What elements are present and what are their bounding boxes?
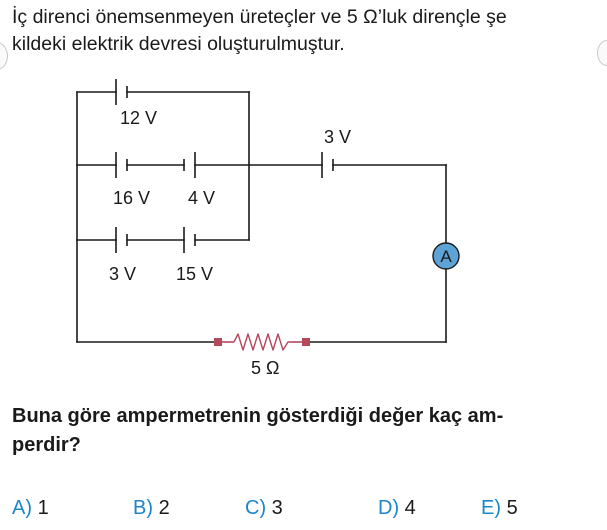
battery-4v-icon [183,152,196,178]
choice-c-letter: C) [245,497,267,519]
battery-12v-icon [115,79,128,105]
choice-c-value: 3 [271,497,283,519]
question-prompt: Buna göre ampermetrenin gösterdiği değer… [12,402,602,460]
question-line-2: kildeki elektrik devresi oluşturulmuştur… [12,33,345,55]
battery-16v-icon [115,152,128,178]
choice-b[interactable]: B) 2 [133,494,170,522]
label-16v: 16 V [113,188,150,208]
choice-d[interactable]: D) 4 [378,494,416,522]
label-4v: 4 V [188,188,215,208]
ammeter-icon: A [432,242,460,270]
choice-c[interactable]: C) 3 [245,494,283,522]
choice-e-letter: E) [481,497,501,519]
label-12v: 12 V [120,108,157,128]
choice-b-value: 2 [158,497,170,519]
choice-e[interactable]: E) 5 [481,494,518,522]
prompt-line-1: Buna göre ampermetrenin gösterdiği değer… [12,405,504,427]
choice-d-letter: D) [378,497,400,519]
question-line-1: İç direnci önemsenmeyen üreteçler ve 5 Ω… [12,6,507,28]
choice-b-letter: B) [133,497,153,519]
question-text: İç direnci önemsenmeyen üreteçler ve 5 Ω… [12,4,607,58]
battery-15v-icon [183,227,196,253]
label-15v: 15 V [176,264,213,284]
resistor-icon [214,333,310,351]
circuit-diagram: A 12 V 16 V 4 V 3 V 15 V 3 V 5 Ω [76,79,460,378]
label-3v-right: 3 V [324,127,351,147]
answer-choices: A) 1 B) 2 C) 3 D) 4 E) 5 [0,494,607,524]
prompt-line-2: perdir? [12,434,81,456]
label-3v-lower: 3 V [109,264,136,284]
choice-a-letter: A) [12,497,32,519]
battery-3v-lower-icon [115,227,128,253]
choice-a[interactable]: A) 1 [12,494,49,522]
circuit-wires [76,91,447,343]
label-resistor: 5 Ω [251,358,279,378]
choice-a-value: 1 [37,497,49,519]
battery-3v-right-icon [321,152,334,178]
choice-d-value: 4 [404,497,416,519]
ammeter-label: A [440,247,452,266]
choice-e-value: 5 [506,497,518,519]
